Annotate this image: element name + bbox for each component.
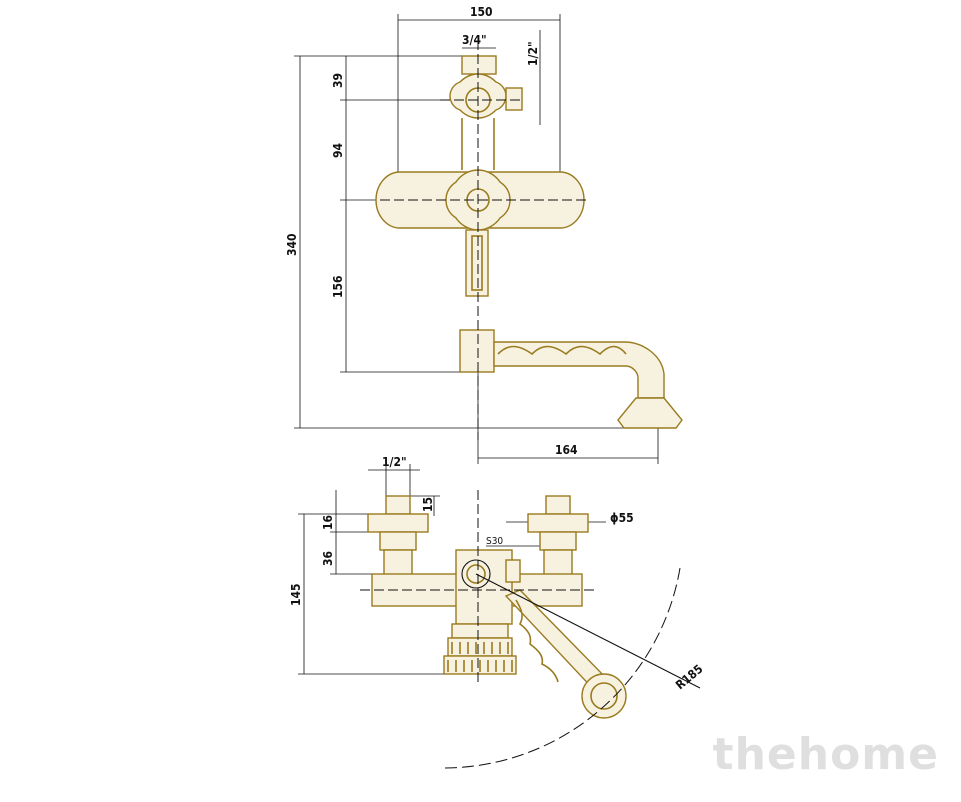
dim-diameter-55: ϕ55: [610, 511, 634, 525]
dim-r185: R185: [673, 662, 706, 693]
dim-156: 156: [331, 275, 345, 298]
top-view: 150 3/4" 1/2" 39 94 156 340 164: [285, 5, 683, 464]
spout-top: [493, 341, 665, 399]
dim-width-150: 150: [470, 5, 493, 19]
dim-340: 340: [285, 233, 299, 256]
dim-outlet-1-2: 1/2": [526, 41, 540, 66]
dim-inlet-3-4: 3/4": [462, 33, 487, 47]
dim-16: 16: [321, 515, 335, 530]
spout-nozzle: [617, 397, 683, 429]
swing-arc: [441, 567, 681, 769]
dim-36: 36: [321, 551, 335, 566]
watermark: thehome: [712, 729, 939, 780]
dim-thread-1-2: 1/2": [382, 455, 407, 469]
dim-s30: S30: [486, 536, 503, 547]
dim-164: 164: [555, 443, 578, 457]
dim-145: 145: [289, 583, 303, 606]
dim-94: 94: [331, 142, 345, 158]
dim-39: 39: [331, 73, 345, 88]
bottom-view: 1/2" 15 16 36 145 ϕ55 S30: [289, 455, 706, 769]
dim-15: 15: [421, 497, 435, 512]
